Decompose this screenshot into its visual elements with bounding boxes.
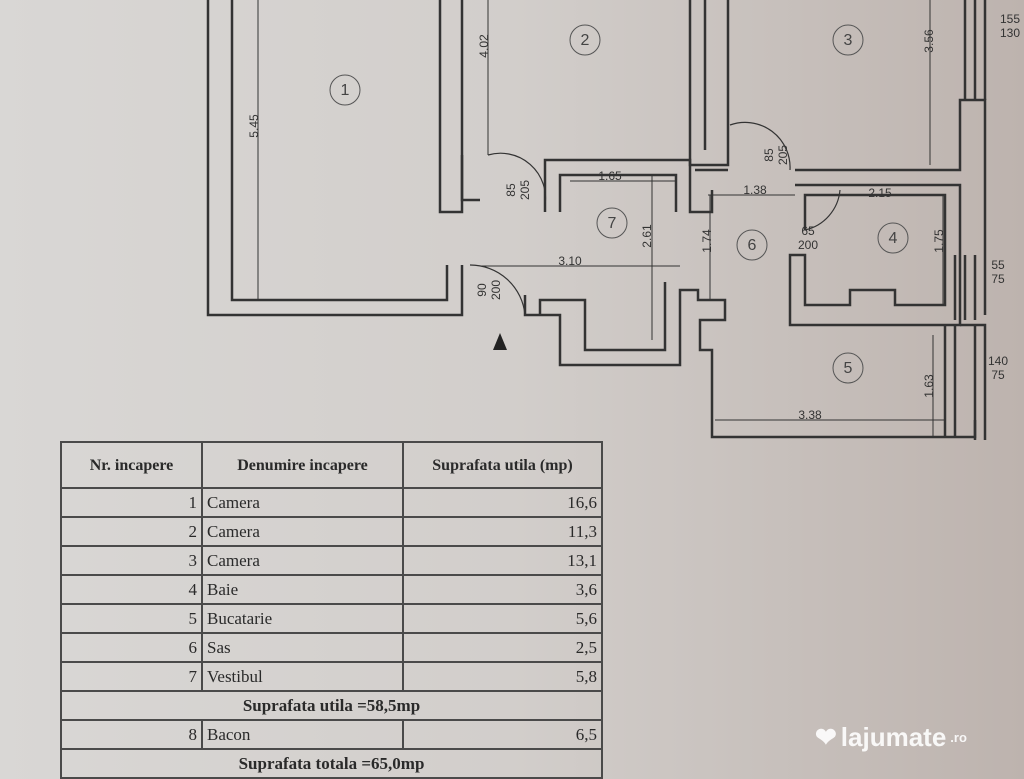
floor-plan: 1 2 3 4 5 6 7 5.45 4.02 3.56 1.65 1.38 2.15 2.61 1.74 1… [206, 0, 1020, 440]
dimension-label: 5.45 [247, 114, 261, 138]
dimension-label: 1.75 [932, 229, 946, 253]
door-height: 200 [798, 238, 818, 252]
room-area: 2,5 [402, 632, 603, 663]
dimension-lines [257, 0, 945, 437]
room-number: 1 [341, 82, 350, 99]
room-area: 13,1 [402, 545, 603, 576]
room-name: Camera [201, 516, 404, 547]
room-number-circle [736, 229, 768, 261]
room-area: 3,6 [402, 574, 603, 605]
watermark-logo: ❤ lajumate.ro [815, 722, 967, 752]
dimension-label: 1.74 [700, 229, 714, 253]
window-height: 130 [1000, 26, 1020, 40]
room-number: 2 [581, 32, 590, 49]
header-name: Denumire incapere [201, 441, 404, 489]
logo-heart-icon: ❤ [815, 722, 837, 752]
room-nr: 5 [60, 603, 203, 634]
total-row: Suprafata totala =65,0mp [60, 748, 603, 779]
door-height: 205 [518, 180, 532, 200]
header-nr: Nr. incapere [60, 441, 203, 489]
room-nr: 2 [60, 516, 203, 547]
dimension-label: 2.61 [640, 224, 654, 248]
dimension-label: 2.15 [868, 186, 892, 200]
door-width: 85 [504, 183, 518, 197]
room-number: 7 [608, 215, 617, 232]
room-number: 5 [844, 360, 853, 377]
dimension-label: 3.56 [922, 29, 936, 53]
room-name: Camera [201, 487, 404, 518]
rooms-table: Nr. incapere Denumire incapere Suprafata… [60, 441, 603, 779]
room-name: Sas [201, 632, 404, 663]
room-area: 5,6 [402, 603, 603, 634]
dimension-label: 1.65 [598, 169, 622, 183]
walls [206, 0, 987, 440]
room-number: 6 [748, 237, 757, 254]
room-number-circle [832, 24, 864, 56]
window-width: 155 [1000, 12, 1020, 26]
room-area: 5,8 [402, 661, 603, 692]
door-height: 205 [776, 145, 790, 165]
room-number: 4 [889, 230, 898, 247]
room-number-circle [329, 74, 361, 106]
door-width: 85 [762, 148, 776, 162]
window-height: 75 [991, 272, 1005, 286]
room-area: 11,3 [402, 516, 603, 547]
room-name: Vestibul [201, 661, 404, 692]
door-arcs [469, 121, 841, 316]
dimension-label: 4.02 [477, 34, 491, 58]
room-nr: 3 [60, 545, 203, 576]
room-number-circle [877, 222, 909, 254]
door-width: 65 [801, 224, 815, 238]
room-number: 3 [844, 32, 853, 49]
header-area: Suprafata utila (mp) [402, 441, 603, 489]
window-width: 140 [988, 354, 1008, 368]
window-width: 55 [991, 258, 1005, 272]
door-height: 200 [489, 280, 503, 300]
dimension-label: 1.63 [922, 374, 936, 398]
room-nr: 4 [60, 574, 203, 605]
room-nr: 6 [60, 632, 203, 663]
dimension-label: 3.38 [798, 408, 822, 422]
room-area: 16,6 [402, 487, 603, 518]
subtotal-row: Suprafata utila =58,5mp [60, 690, 603, 721]
room-number-circle [569, 24, 601, 56]
room-number-circle [596, 207, 628, 239]
window-height: 75 [991, 368, 1005, 382]
table-row: 8 Bacon 6,5 [60, 719, 603, 750]
room-nr: 7 [60, 661, 203, 692]
room-name: Camera [201, 545, 404, 576]
table-header: Nr. incapere Denumire incapere Suprafata… [60, 441, 603, 489]
room-number-circle [832, 352, 864, 384]
dimension-label: 1.38 [743, 183, 767, 197]
room-name: Bucatarie [201, 603, 404, 634]
dimension-label: 3.10 [558, 254, 582, 268]
door-width: 90 [475, 283, 489, 297]
room-name: Baie [201, 574, 404, 605]
room-nr: 1 [60, 487, 203, 518]
entrance-arrow-icon [493, 333, 507, 350]
